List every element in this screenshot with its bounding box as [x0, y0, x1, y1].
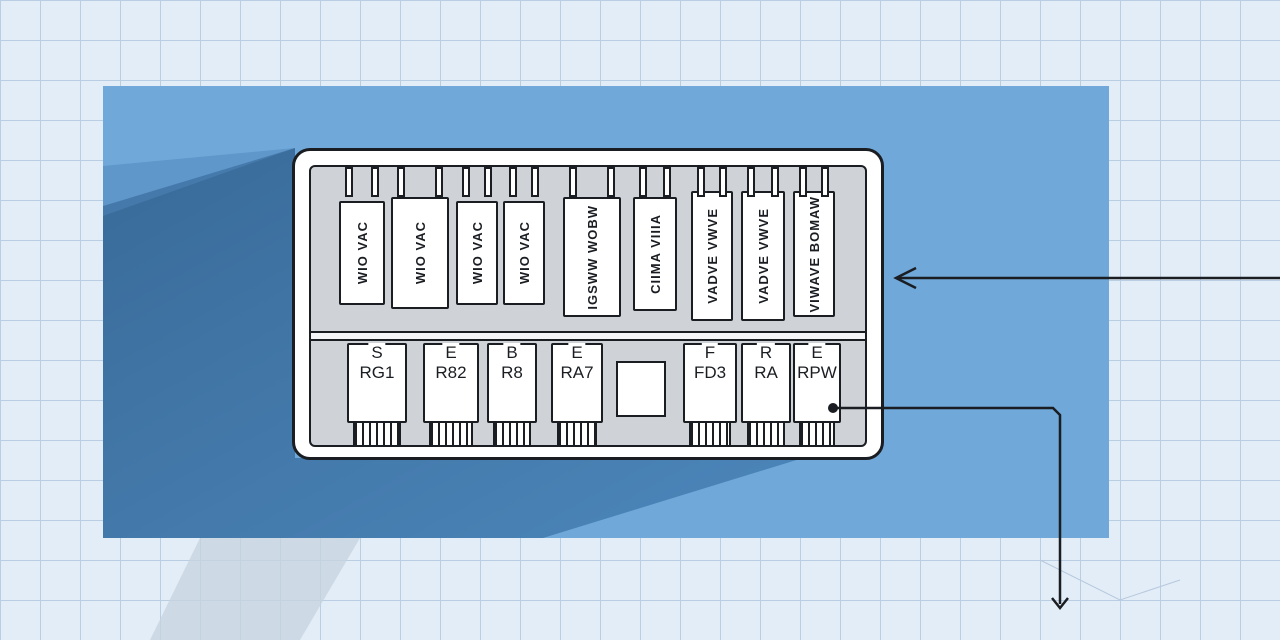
relay: IGSWW WOBW: [563, 197, 621, 317]
tray-divider: [311, 331, 865, 341]
relay: VIWAVE BOMAW: [793, 191, 835, 317]
fuse-tag: E: [442, 343, 460, 363]
module-tray: WIO VAC WIO VAC WIO VAC WIO VAC IGSWW WOBW CI…: [309, 165, 867, 447]
relay-stub: [747, 167, 755, 197]
relay-stub: [509, 167, 517, 197]
fuse-pins: [429, 423, 473, 445]
relay: VADVE VWVE: [741, 191, 785, 321]
relay-label: WIO VAC: [469, 221, 485, 285]
relay-stub: [397, 167, 405, 197]
center-socket: [616, 361, 666, 417]
relay-stub: [697, 167, 705, 197]
relay-stub: [484, 167, 492, 197]
relay-stub: [569, 167, 577, 197]
relay-stub: [345, 167, 353, 197]
fuse-code: R82: [435, 363, 467, 382]
relay-label: WIO VAC: [354, 221, 370, 285]
relay-stub: [799, 167, 807, 197]
fuse-code: RG1: [359, 363, 395, 382]
relay-label: WIO VAC: [516, 221, 532, 285]
fuse-pins: [689, 423, 731, 445]
fuse-code: FD3: [693, 363, 727, 382]
relay-stub: [607, 167, 615, 197]
relay-stub: [531, 167, 539, 197]
relay: VADVE VWVE: [691, 191, 733, 321]
relay-stub: [639, 167, 647, 197]
fuse-tag: E: [568, 343, 586, 363]
relay: CIIMA VIIIA: [633, 197, 677, 311]
relay-stub: [462, 167, 470, 197]
relay-label: VADVE VWVE: [755, 208, 771, 304]
relay: WIO VAC: [339, 201, 385, 305]
fuse-relay-module: WIO VAC WIO VAC WIO VAC WIO VAC IGSWW WOBW CI…: [292, 148, 884, 460]
relay-label: WIO VAC: [412, 221, 428, 285]
relay-label: VIWAVE BOMAW: [806, 195, 822, 313]
relay: WIO VAC: [391, 197, 449, 309]
fuse-pins: [747, 423, 785, 445]
fuse-pins: [799, 423, 835, 445]
fuse-tag: F: [701, 343, 719, 363]
relay: WIO VAC: [503, 201, 545, 305]
arrow-down-icon: [1051, 597, 1069, 611]
relay-label: VADVE VWVE: [704, 208, 720, 304]
relay-stub: [821, 167, 829, 197]
fuse-code: RA7: [560, 363, 594, 382]
fuse-tag: R: [756, 343, 776, 363]
fuse-pins: [557, 423, 597, 445]
relay-stub: [771, 167, 779, 197]
panel-shadow: [103, 148, 803, 538]
relay: WIO VAC: [456, 201, 498, 305]
relay-label: IGSWW WOBW: [584, 204, 600, 310]
fuse-pins: [493, 423, 531, 445]
relay-stub: [371, 167, 379, 197]
fuse-tag: E: [808, 343, 826, 363]
fuse-code: RA: [754, 363, 778, 382]
fuse-code: RPW: [797, 363, 837, 382]
fuse-pins: [353, 423, 401, 445]
relay-stub: [663, 167, 671, 197]
relay-stub: [435, 167, 443, 197]
fuse-tag: S: [368, 343, 386, 363]
fuse-tag: B: [503, 343, 521, 363]
relay-stub: [719, 167, 727, 197]
relay-label: CIIMA VIIIA: [647, 214, 663, 294]
fuse-code: R8: [501, 363, 523, 382]
